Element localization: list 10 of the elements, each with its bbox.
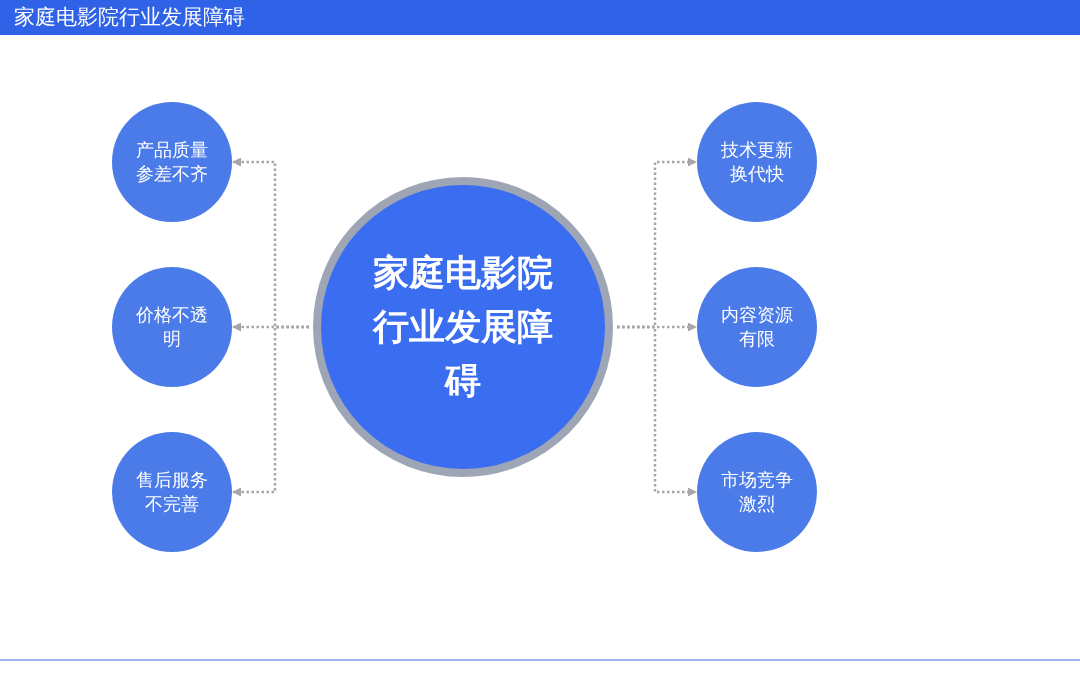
central-circle: 家庭电影院行业发展障碍 (313, 177, 613, 477)
title: 家庭电影院行业发展障碍 (14, 5, 245, 30)
obstacle-circle: 市场竞争激烈 (697, 432, 817, 552)
obstacle-circle: 产品质量参差不齐 (112, 102, 232, 222)
arrow (232, 325, 309, 497)
arrow (617, 325, 697, 497)
obstacle-circle: 技术更新换代快 (697, 102, 817, 222)
obstacle-circle: 内容资源有限 (697, 267, 817, 387)
obstacle-circle: 价格不透明 (112, 267, 232, 387)
obstacle-circle: 售后服务不完善 (112, 432, 232, 552)
